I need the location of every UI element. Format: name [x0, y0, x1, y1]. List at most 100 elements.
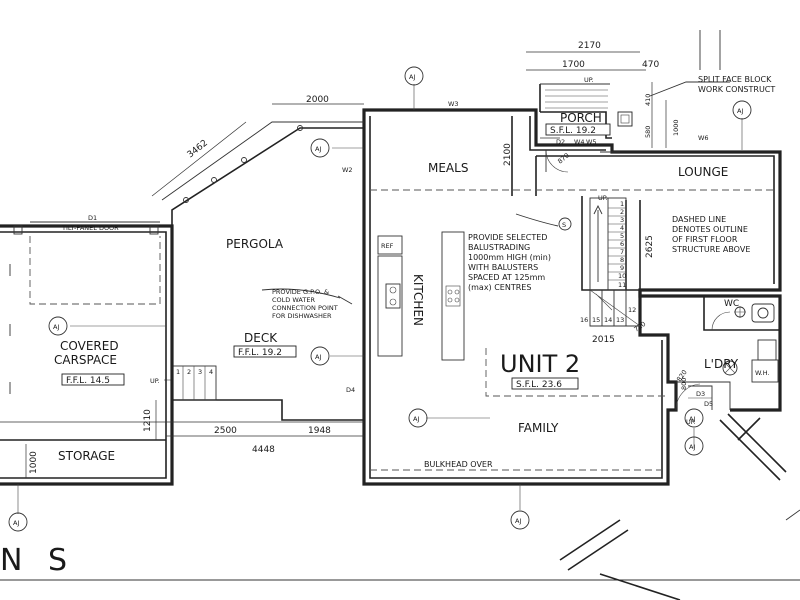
note-balustrade-6: (max) CENTRES — [468, 283, 531, 292]
tag-aj-pergola: AJ — [315, 145, 321, 153]
note-bulkhead: BULKHEAD OVER — [424, 460, 493, 469]
tag-d4: D4 — [346, 386, 355, 394]
dim-410: 410 — [644, 94, 652, 106]
dim-1700: 1700 — [562, 60, 585, 70]
fixture-label-ref: REF — [381, 242, 394, 250]
dim-1948: 1948 — [308, 426, 331, 436]
stair-number: 13 — [616, 316, 624, 324]
tag-aj-carspace: AJ — [53, 323, 59, 331]
note-gpo-2: COLD WATER — [272, 296, 315, 304]
room-label-laundry: L'DRY — [704, 357, 739, 371]
stair-flight — [515, 197, 641, 327]
tag-aj-bottom: AJ — [515, 517, 521, 525]
tag-up-stair: UP. — [598, 194, 608, 202]
room-label-deck: DECK — [244, 331, 278, 345]
note-gpo-4: FOR DISHWASHER — [272, 312, 332, 320]
dim-4448: 4448 — [252, 445, 275, 455]
stair-number: 16 — [580, 316, 588, 324]
stair-number: 10 — [618, 272, 626, 280]
stair-number: 7 — [620, 248, 624, 256]
note-balustrade-1: PROVIDE SELECTED — [468, 233, 547, 242]
tag-w6: W6 — [698, 134, 709, 142]
dim-800: 800 — [680, 378, 688, 390]
room-label-carspace: CARSPACE — [54, 353, 117, 367]
note-balustrade-5: SPACED AT 125mm — [468, 273, 545, 282]
stair-number: 12 — [628, 306, 636, 314]
dim-470: 470 — [642, 60, 659, 70]
tag-up-deck: UP. — [150, 377, 160, 385]
drawing-title-fragment: N S — [0, 543, 75, 578]
datum-lines — [0, 30, 800, 600]
step-number: 1 — [176, 368, 180, 376]
porch — [526, 51, 667, 173]
tag-aj-left: AJ — [13, 519, 19, 527]
tag-d3: D3 — [696, 390, 705, 398]
dim-870: 870 — [556, 151, 571, 165]
room-label-porch: PORCH — [560, 111, 602, 125]
tag-up-porch: UP. — [584, 76, 594, 84]
dim-3462: 3462 — [186, 138, 210, 160]
note-split-face-1: SPLIT FACE BLOCK — [698, 75, 772, 84]
level-porch: S.F.L. 19.2 — [550, 126, 596, 136]
tag-w3: W3 — [448, 100, 459, 108]
tag-aj-deck: AJ — [315, 353, 321, 361]
tag-d2: D2 — [556, 138, 565, 146]
stair-number: 2 — [620, 208, 624, 216]
room-label-pergola: PERGOLA — [226, 237, 284, 251]
level-carspace: F.F.L. 14.5 — [66, 376, 110, 386]
step-number: 4 — [209, 368, 213, 376]
note-tilt-door: TILT-PANEL DOOR — [61, 224, 119, 232]
carspace — [0, 221, 364, 486]
tag-aj-top: AJ — [409, 73, 415, 81]
room-label-wc: WC — [724, 299, 739, 309]
tag-aj-family: AJ — [413, 415, 419, 423]
tag-aj-lounge: AJ — [737, 107, 743, 115]
tag-w2: W2 — [342, 166, 353, 174]
dim-580: 580 — [644, 126, 652, 138]
dim-2170: 2170 — [578, 41, 601, 51]
tag-aj-laundry: AJ — [689, 415, 695, 423]
tag-w5: W5 — [586, 138, 597, 146]
aj-tags — [8, 66, 752, 532]
internal-walls — [370, 116, 774, 471]
unit-title: UNIT 2 — [500, 350, 580, 378]
note-dashed-1: DASHED LINE — [672, 215, 726, 224]
dim-2000: 2000 — [306, 95, 329, 105]
room-label-storage: STORAGE — [58, 449, 115, 463]
note-balustrade-2: BALUSTRADING — [468, 243, 530, 252]
step-number: 3 — [198, 368, 202, 376]
stair-number: 8 — [620, 256, 624, 264]
level-unit: S.F.L. 23.6 — [516, 380, 562, 390]
pergola-deck — [151, 103, 364, 421]
room-label-covered: COVERED — [60, 339, 119, 353]
stair-number: 15 — [592, 316, 600, 324]
tag-d5: D5 — [704, 400, 713, 408]
note-dashed-2: DENOTES OUTLINE — [672, 225, 748, 234]
stair-number: 9 — [620, 264, 624, 272]
dim-1000: 1000 — [29, 451, 39, 474]
note-dashed-4: STRUCTURE ABOVE — [672, 245, 750, 254]
stair-number: 1 — [620, 200, 624, 208]
room-label-kitchen: KITCHEN — [411, 274, 425, 326]
dim-2500: 2500 — [214, 426, 237, 436]
kitchen-fixtures — [377, 231, 465, 361]
tag-up-laundry: UP. — [686, 418, 696, 426]
stair-number: 5 — [620, 232, 624, 240]
note-split-face-2: WORK CONSTRUCT — [698, 85, 775, 94]
stair-number: 4 — [620, 224, 624, 232]
level-deck: F.F.L. 19.2 — [238, 348, 282, 358]
note-gpo-1: PROVIDE G.P.O. & — [272, 288, 329, 296]
tag-stair-s: S — [562, 221, 566, 229]
tag-aj-laundry-2: AJ — [689, 443, 695, 451]
dim-2100: 2100 — [503, 143, 513, 166]
stair-number: 6 — [620, 240, 624, 248]
note-balustrade-4: WITH BALUSTERS — [468, 263, 538, 272]
note-dashed-3: OF FIRST FLOOR — [672, 235, 738, 244]
tag-d1: D1 — [88, 214, 97, 222]
dim-1000-top: 1000 — [672, 119, 680, 136]
step-number: 2 — [187, 368, 191, 376]
note-gpo-3: CONNECTION POINT — [272, 304, 338, 312]
dim-2625: 2625 — [645, 235, 655, 258]
dim-1210: 1210 — [143, 409, 153, 432]
